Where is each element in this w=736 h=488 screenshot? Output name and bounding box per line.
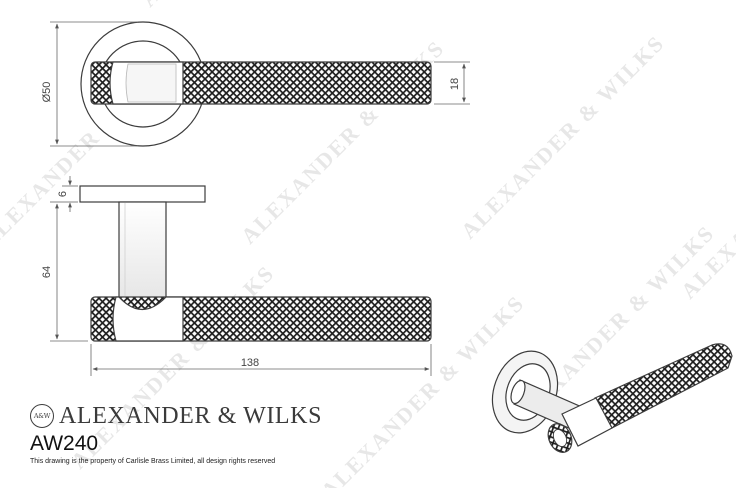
watermark-text: ALEXANDER & WILKS [456,30,669,243]
iso-lever-grip [594,343,733,429]
watermark-text: ALEXANDER & WILKS [136,0,349,12]
collar-shade-plan [125,63,177,103]
brand-name: ALEXANDER & WILKS [59,403,323,429]
plan-dimensions [50,21,470,147]
side-dimensions [50,176,432,376]
rose-diameter-label: Ø50 [41,82,53,103]
rose-plate-side [79,185,206,203]
plan-view [80,21,432,147]
rose-thickness-label: 6 [57,191,69,197]
iso-lever-collar [561,397,613,447]
brand-seal-text: A&W [33,412,51,420]
side-view [79,185,432,342]
isometric-view [491,343,733,453]
lever-collar-side [112,296,184,342]
neck-side [118,201,167,301]
brand-seal-icon: A&W [30,404,54,428]
lever-length-label: 138 [241,357,259,369]
product-code: AW240 [30,432,99,455]
side-dimension-labels: 6 64 138 [41,191,259,369]
plan-dimension-labels: Ø50 18 [41,78,461,103]
copyright-notice: This drawing is the property of Carlisle… [30,458,276,465]
brand-logo: A&W ALEXANDER & WILKS [30,401,322,431]
projection-label: 64 [41,266,53,278]
lever-height-label: 18 [449,78,461,90]
